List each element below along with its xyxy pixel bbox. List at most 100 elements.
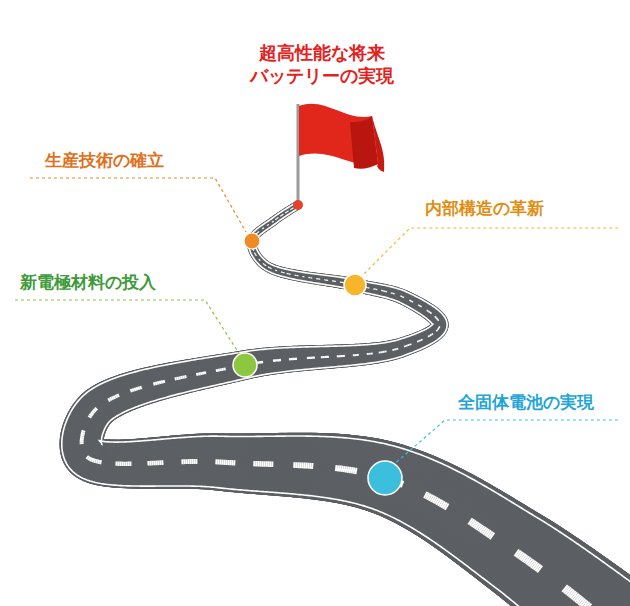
road-dash	[353, 354, 355, 356]
road-dash	[181, 459, 183, 464]
road-dash	[277, 217, 279, 218]
road-dash	[287, 273, 289, 275]
road-dash	[324, 279, 326, 280]
road-piece	[438, 328, 439, 330]
road-dash	[275, 359, 277, 362]
road-piece	[524, 558, 526, 559]
road-dash	[268, 266, 270, 268]
road-dash	[419, 339, 421, 341]
road-piece	[578, 599, 580, 600]
road-dash	[259, 259, 260, 260]
road-dash	[149, 461, 151, 466]
road-piece	[564, 588, 566, 589]
road-dash	[586, 605, 588, 606]
road-dash	[200, 372, 202, 375]
road-dash	[191, 459, 193, 464]
milestone-label: 新電極材料の投入	[20, 272, 156, 293]
road-dash	[524, 558, 526, 559]
road-dash	[155, 461, 157, 466]
road-dash	[80, 440, 84, 442]
road-dash	[406, 344, 408, 346]
road-piece	[476, 525, 478, 526]
road-dash	[394, 348, 396, 350]
road-dash	[196, 373, 198, 376]
road-piece	[569, 592, 571, 593]
road-dash	[369, 353, 371, 355]
road-dash	[585, 604, 587, 605]
road-dash	[417, 340, 419, 342]
road-dash	[270, 267, 272, 269]
road-dash	[343, 355, 345, 357]
road-dash	[400, 295, 402, 297]
road-dash	[204, 371, 206, 374]
road-dash	[123, 462, 125, 466]
road-dash	[92, 413, 93, 415]
road-dash	[536, 566, 538, 567]
leader-line	[360, 228, 620, 278]
goal-dot	[293, 200, 303, 210]
road-dash	[367, 287, 369, 289]
road-dash	[283, 272, 285, 274]
road-piece	[585, 604, 587, 605]
road-dash	[491, 535, 493, 536]
road-dash	[259, 461, 261, 467]
road-dash	[147, 461, 149, 466]
road-dash	[470, 521, 472, 522]
road-dash	[309, 463, 311, 469]
road-dash	[410, 343, 412, 345]
road-dash	[444, 505, 446, 506]
road-dash	[127, 462, 129, 466]
road-dash	[272, 221, 274, 222]
road-dash	[381, 351, 383, 353]
road-dash	[436, 330, 437, 331]
road-piece	[92, 413, 93, 415]
road-piece	[473, 523, 475, 524]
road-piece	[430, 312, 432, 313]
road-piece	[581, 602, 583, 603]
milestone-dot	[368, 461, 402, 495]
road-dash	[90, 414, 91, 416]
road-dash	[343, 466, 345, 473]
road-dash	[195, 459, 197, 464]
road-dash	[385, 291, 387, 293]
road-dash	[327, 356, 329, 358]
road-piece	[428, 311, 430, 312]
road-dash	[572, 594, 574, 595]
road-dash	[421, 339, 423, 342]
leader-lines	[15, 178, 620, 466]
road-piece	[470, 521, 472, 522]
road-dash	[577, 598, 579, 599]
road-dash	[311, 357, 313, 359]
road-dash	[383, 351, 385, 353]
road-dash	[80, 438, 84, 440]
road-dash	[428, 311, 430, 312]
road-dash	[339, 465, 341, 471]
milestone-label: 生産技術の確立	[45, 150, 164, 171]
road-piece	[577, 598, 579, 599]
road-dash	[436, 318, 437, 319]
road-dash	[527, 560, 529, 561]
road-dash	[253, 461, 255, 467]
road-dash	[161, 380, 163, 384]
road-piece	[571, 593, 573, 594]
road-dash	[117, 393, 119, 397]
road-dash	[267, 461, 269, 467]
road-dash	[189, 459, 191, 464]
road-piece	[488, 533, 490, 534]
road-piece	[529, 561, 531, 562]
road-dash	[265, 265, 267, 266]
road-dash	[93, 411, 94, 413]
road-dash	[332, 280, 334, 281]
road-dash	[473, 523, 475, 524]
road-dash	[425, 491, 427, 499]
road-piece	[534, 565, 536, 566]
road-dash	[289, 358, 291, 361]
road-dash	[446, 506, 448, 507]
road-dash	[409, 300, 411, 302]
road-dash	[94, 410, 95, 411]
road-dash	[255, 461, 257, 467]
road-dash	[427, 310, 429, 311]
road-dash	[471, 522, 473, 523]
road-dash	[307, 357, 309, 359]
road-dash	[282, 214, 284, 215]
